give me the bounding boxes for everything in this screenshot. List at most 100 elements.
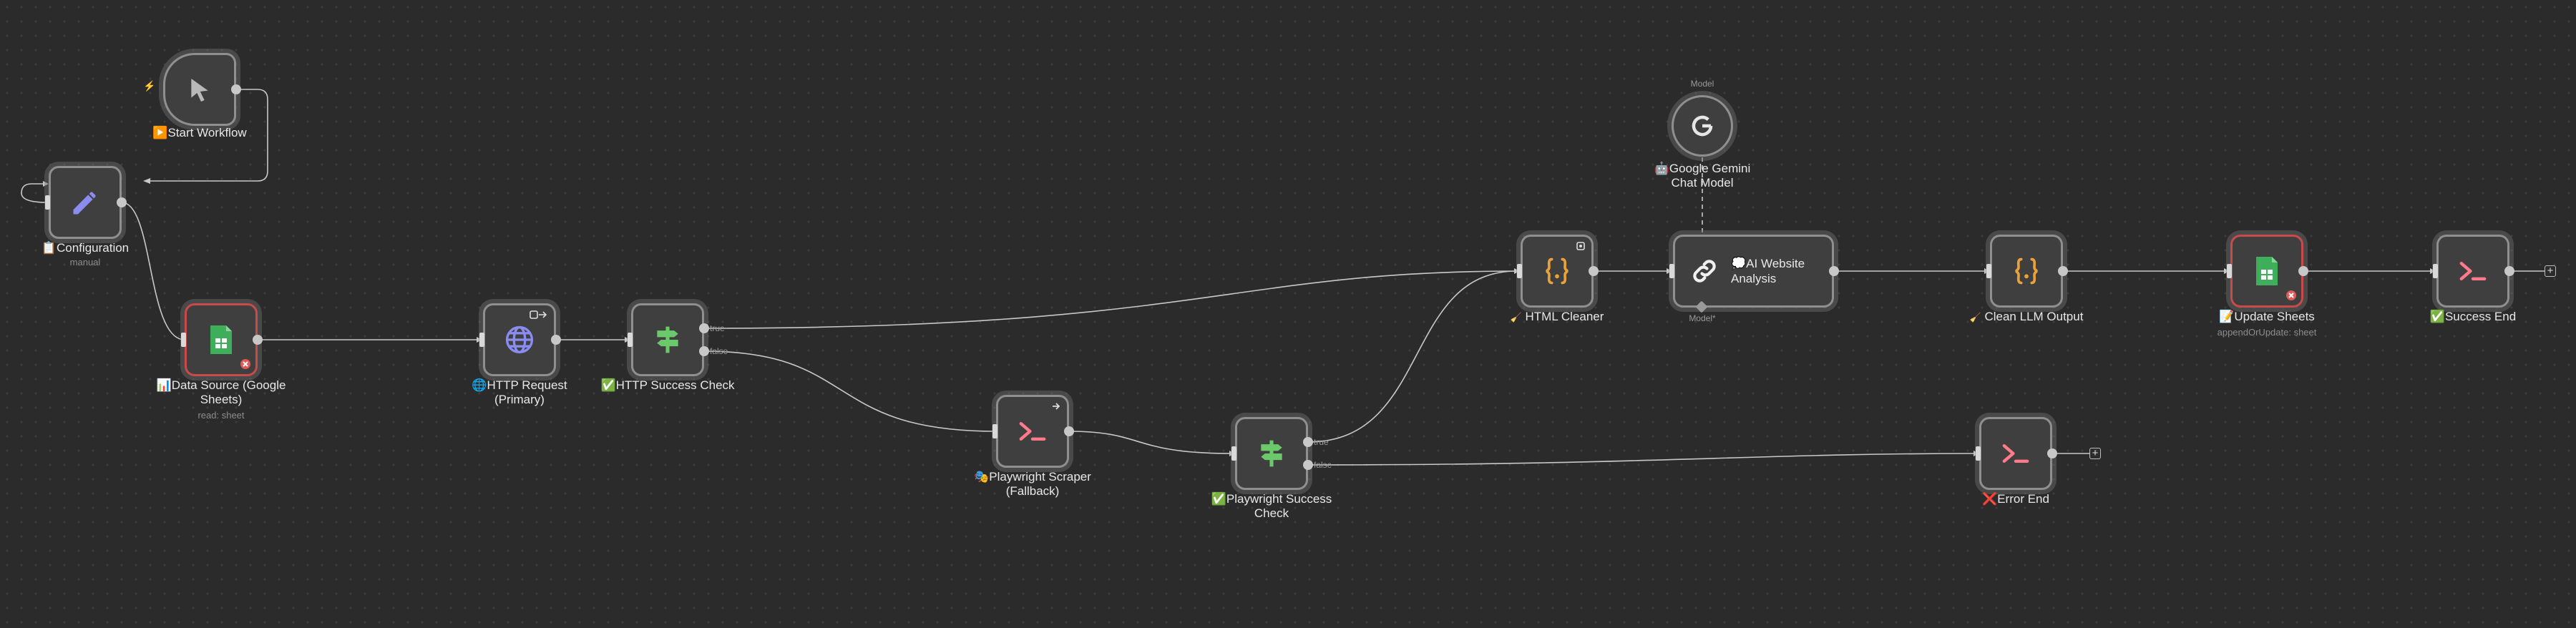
code-braces-icon	[2015, 257, 2038, 285]
globe-icon	[505, 325, 534, 354]
ai-label-1: 💭AI Website	[1731, 257, 1805, 270]
html-cleaner-label: 🧹 HTML Cleaner	[1450, 310, 1664, 325]
webhook-arrow-icon	[530, 310, 547, 319]
signpost-icon	[1261, 440, 1282, 467]
error-warning-icon	[2286, 290, 2296, 300]
http-success-check-node[interactable]	[631, 303, 704, 376]
configuration-sub: manual	[69, 257, 101, 268]
gemini-chat-model-node[interactable]	[1672, 95, 1733, 157]
update-sheets-input-handle[interactable]	[2227, 264, 2232, 278]
data-source-node[interactable]	[185, 303, 258, 376]
pw-check-false-label: false	[1314, 460, 1332, 470]
configuration-label: 📋Configuration	[41, 241, 130, 255]
data-source-sub: read: sheet	[197, 410, 245, 421]
terminal-icon	[1019, 422, 1046, 441]
google-sheets-icon	[210, 325, 232, 354]
edge-httpcheck-false-playwright[interactable]	[703, 350, 997, 432]
broom-icon: 🧹	[1510, 312, 1522, 323]
trigger-bolt-icon: ⚡	[143, 80, 156, 92]
clean-llm-label-text: Clean LLM Output	[1984, 310, 2084, 323]
playwright-scraper-node[interactable]	[996, 395, 1069, 468]
clean-llm-input-handle[interactable]	[1986, 264, 1991, 278]
ai-model-port-label: Model*	[1689, 313, 1716, 323]
edge-pwcheck-true-cleaner[interactable]	[1307, 270, 1518, 443]
pw-check-input-handle[interactable]	[1231, 446, 1236, 461]
html-cleaner-node[interactable]	[1521, 235, 1594, 308]
http-check-input-handle[interactable]	[628, 333, 633, 347]
http-check-label: ✅HTTP Success Check	[600, 378, 735, 392]
focus-target-icon	[1576, 242, 1585, 250]
configuration-output-handle[interactable]	[117, 197, 127, 207]
http-label-2: (Primary)	[494, 393, 545, 406]
html-cleaner-input-handle[interactable]	[1517, 264, 1522, 278]
success-end-label: ✅Success End	[2429, 310, 2517, 323]
playwright-output-handle[interactable]	[1064, 426, 1074, 436]
broom-icon: 🧹	[1969, 312, 1981, 323]
error-end-output-handle[interactable]	[2047, 448, 2057, 458]
start-workflow-label: ▶️Start Workflow	[152, 126, 247, 139]
pw-check-label-1: ✅Playwright Success	[1211, 492, 1332, 506]
edge-playwright-pwcheck[interactable]	[1068, 431, 1233, 454]
ai-output-handle[interactable]	[1829, 266, 1839, 276]
pw-check-false-handle[interactable]	[1303, 460, 1313, 470]
http-check-true-label: true	[710, 323, 725, 333]
http-check-false-label: false	[710, 346, 728, 356]
configuration-input-handle[interactable]	[45, 195, 50, 210]
http-label-1: 🌐HTTP Request	[472, 378, 567, 392]
start-workflow-node[interactable]	[163, 53, 236, 126]
playwright-label-1: 🎭Playwright Scraper	[974, 470, 1091, 484]
data-source-label-2: Sheets)	[200, 393, 243, 406]
update-sheets-output-handle[interactable]	[2298, 266, 2308, 276]
error-end-input-handle[interactable]	[1976, 446, 1981, 461]
success-end-node[interactable]	[2436, 235, 2509, 308]
error-end-node[interactable]	[1979, 417, 2052, 490]
update-sheets-sub: appendOrUpdate: sheet	[2217, 327, 2317, 338]
edge-httpcheck-true-cleaner[interactable]	[703, 270, 1518, 329]
edge-config-datasource[interactable]	[121, 202, 185, 340]
success-end-input-handle[interactable]	[2433, 264, 2438, 278]
code-braces-icon	[1546, 257, 1568, 285]
update-sheets-label: 📝Update Sheets	[2219, 310, 2315, 323]
arrow-right-icon	[1053, 403, 1060, 410]
error-end-label: ❌Error End	[1982, 492, 2049, 506]
clean-llm-output-node[interactable]	[1990, 235, 2063, 308]
data-source-input-handle[interactable]	[181, 333, 186, 347]
gemini-model-port-label: Model	[1690, 79, 1714, 89]
google-g-icon	[1692, 115, 1713, 137]
gemini-label-2: Chat Model	[1671, 176, 1734, 190]
clean-llm-output-handle[interactable]	[2058, 266, 2068, 276]
error-add-node-button[interactable]: +	[2089, 448, 2101, 459]
success-end-output-handle[interactable]	[2504, 266, 2514, 276]
clean-llm-label: 🧹 Clean LLM Output	[1919, 310, 2134, 325]
playwright-input-handle[interactable]	[992, 424, 997, 438]
chain-link-icon	[1693, 260, 1716, 283]
edge-config-loop[interactable]	[21, 183, 48, 203]
http-input-handle[interactable]	[479, 333, 484, 347]
http-request-node[interactable]	[483, 303, 556, 376]
pw-check-true-handle[interactable]	[1303, 437, 1313, 447]
http-check-true-handle[interactable]	[699, 323, 709, 333]
http-output-handle[interactable]	[551, 335, 561, 345]
success-add-node-button[interactable]: +	[2545, 265, 2556, 277]
google-sheets-icon	[2256, 257, 2278, 285]
start-output-handle[interactable]	[231, 84, 241, 94]
playwright-label-2: (Fallback)	[1005, 484, 1060, 498]
http-check-false-handle[interactable]	[699, 346, 709, 356]
edge-pwcheck-false-errorend[interactable]	[1307, 453, 1977, 466]
data-source-output-handle[interactable]	[253, 335, 263, 345]
ai-label-2: Analysis	[1731, 272, 1777, 285]
configuration-node[interactable]	[49, 166, 122, 239]
html-cleaner-output-handle[interactable]	[1589, 266, 1599, 276]
data-source-label-1: 📊Data Source (Google	[156, 378, 286, 392]
signpost-icon	[657, 326, 678, 353]
ai-input-handle[interactable]	[1669, 264, 1674, 278]
pencil-icon	[73, 192, 96, 215]
error-warning-icon	[240, 359, 250, 369]
update-sheets-node[interactable]	[2230, 235, 2303, 308]
edge-start-config[interactable]	[147, 89, 268, 182]
playwright-success-check-node[interactable]	[1235, 417, 1308, 490]
cursor-icon	[191, 79, 208, 102]
gemini-label-1: 🤖Google Gemini	[1654, 162, 1751, 175]
